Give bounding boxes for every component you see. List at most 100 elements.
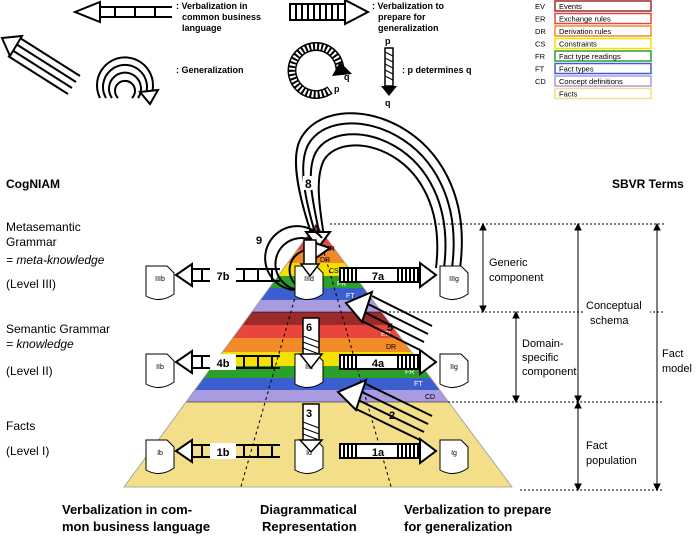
legend-verbalization-prepare-line1: : Verbalization to bbox=[372, 1, 445, 11]
legend-p-curve: p bbox=[334, 84, 340, 94]
legend-determines-text: : p determines q bbox=[402, 65, 472, 75]
vertical-arrow-top bbox=[299, 239, 321, 278]
domain-specific-line3: component bbox=[522, 366, 576, 378]
band-ev-level2 bbox=[124, 312, 512, 325]
label-box-8 bbox=[303, 176, 317, 190]
legend-code-fr: FR bbox=[535, 52, 546, 61]
metasemantic-line2: Grammar bbox=[6, 235, 57, 249]
band-code-ft-level2: FT bbox=[414, 381, 423, 388]
semantic-grammar-label: Semantic Grammar bbox=[6, 322, 110, 336]
legend-code-dr: DR bbox=[535, 27, 546, 36]
bottom-right-line2: for generalization bbox=[404, 519, 512, 534]
diagonal-arrow-5 bbox=[344, 290, 433, 351]
document-id-icon: Id bbox=[294, 439, 324, 474]
document-ib-icon: Ib bbox=[145, 439, 175, 474]
bottom-left-line1: Verbalization in com- bbox=[62, 502, 192, 517]
band-code-cd-level2: CD bbox=[425, 394, 435, 401]
legend-verbalization-common-line3: language bbox=[182, 23, 222, 33]
number-8: 8 bbox=[305, 177, 312, 191]
generic-component-line2: component bbox=[489, 272, 543, 284]
domain-specific-line2: specific bbox=[522, 352, 559, 364]
legend-verbalization-prepare-line3: generalization bbox=[378, 23, 439, 33]
ladder-arrow-7b-icon: 7b bbox=[174, 262, 280, 288]
comb-arrow-1a-icon: 1a bbox=[339, 437, 438, 465]
document-iib-icon: IIb bbox=[145, 353, 175, 388]
document-iig-icon: IIg bbox=[439, 353, 469, 388]
document-label-iig: IIg bbox=[450, 364, 458, 371]
conceptual-schema-line2: schema bbox=[590, 315, 629, 327]
ladder-arrow-1b-icon: 1b bbox=[174, 438, 280, 464]
band-code-dr-level3: DR bbox=[320, 257, 330, 264]
legend-verbalization-common-line1: : Verbalization in bbox=[176, 1, 248, 11]
band-dr-level2 bbox=[124, 338, 512, 352]
legend-q-bottom: q bbox=[385, 98, 391, 108]
number-7b: 7b bbox=[217, 271, 230, 283]
bottom-right-line1: Verbalization to prepare bbox=[404, 502, 551, 517]
band-code-er-level2: ER bbox=[381, 331, 391, 338]
comb-arrow-4a-icon: 4a bbox=[339, 348, 438, 376]
number-4a: 4a bbox=[372, 358, 385, 370]
number-3: 3 bbox=[306, 408, 312, 420]
fact-population-line2: population bbox=[586, 455, 637, 467]
metasemantic-line1: Metasemantic bbox=[6, 220, 81, 234]
document-label-iiig: IIIg bbox=[449, 276, 459, 283]
legend-code-cs: CS bbox=[535, 40, 545, 49]
fact-population-line1: Fact bbox=[586, 440, 607, 452]
number-2: 2 bbox=[389, 410, 395, 422]
bottom-left-line2: mon business language bbox=[62, 519, 210, 534]
number-1b: 1b bbox=[217, 447, 230, 459]
legend-p-top: p bbox=[385, 36, 391, 46]
band-cd-level3 bbox=[124, 300, 512, 312]
legend-label-ft: Fact types bbox=[559, 65, 594, 74]
bottom-mid-line2: Representation bbox=[262, 519, 357, 534]
comb-arrow-right-icon bbox=[289, 0, 371, 26]
legend-code-cd: CD bbox=[535, 77, 546, 86]
band-code-ft-level3: FT bbox=[346, 293, 355, 300]
legend-box-cs bbox=[554, 37, 652, 50]
comb-arrow-7a-icon: 7a bbox=[339, 261, 438, 289]
legend-box-facts bbox=[554, 87, 652, 100]
level-3-label: (Level III) bbox=[6, 277, 56, 291]
document-label-iiib: IIIb bbox=[155, 276, 165, 283]
legend-label-fr: Fact type readings bbox=[559, 52, 621, 61]
vertical-arrow-3: 3 bbox=[298, 403, 324, 454]
legend-code-ev: EV bbox=[535, 2, 545, 11]
band-er-level2 bbox=[124, 325, 512, 338]
band-code-cs-level3: CS bbox=[329, 268, 339, 275]
number-9: 9 bbox=[256, 235, 262, 247]
legend-box-fr bbox=[554, 50, 652, 62]
legend-verbalization-prepare-line2: prepare for bbox=[378, 12, 426, 22]
cogniam-title: CogNIAM bbox=[6, 177, 60, 191]
diagonal-generalization-arrow-icon bbox=[0, 34, 81, 95]
legend-box-dr bbox=[554, 25, 652, 37]
knowledge-label: = knowledge bbox=[6, 337, 74, 351]
legend-label-ev: Events bbox=[559, 2, 582, 11]
level-1-label: (Level I) bbox=[6, 444, 49, 458]
document-label-iib: IIb bbox=[156, 364, 164, 371]
number-5: 5 bbox=[387, 322, 393, 334]
level-2-label: (Level II) bbox=[6, 364, 53, 378]
legend-verbalization-common-line2: common business bbox=[182, 12, 261, 22]
band-code-er-level3: ER bbox=[325, 246, 335, 253]
number-1a: 1a bbox=[372, 447, 385, 459]
domain-specific-line1: Domain- bbox=[522, 338, 564, 350]
number-7a: 7a bbox=[372, 271, 385, 283]
legend-label-er: Exchange rules bbox=[559, 15, 611, 24]
bottom-mid-line1: Diagrammatical bbox=[260, 502, 357, 517]
band-cd-level2 bbox=[124, 390, 512, 402]
legend-code-ft: FT bbox=[535, 65, 545, 74]
generic-component-line1: Generic bbox=[489, 257, 528, 269]
number-6: 6 bbox=[306, 322, 312, 334]
legend-label-cs: Constraints bbox=[559, 40, 597, 49]
vertical-arrow-6: 6 bbox=[298, 317, 324, 370]
fact-model-line1: Fact bbox=[662, 348, 683, 360]
document-iiid-icon: IIId bbox=[294, 265, 324, 300]
right-column: SBVR Terms Generic component Domain- spe… bbox=[330, 177, 694, 492]
legend-label-facts: Facts bbox=[559, 90, 578, 99]
fact-model-line2: model bbox=[662, 363, 692, 375]
band-code-fr-level3: FR bbox=[337, 281, 346, 288]
